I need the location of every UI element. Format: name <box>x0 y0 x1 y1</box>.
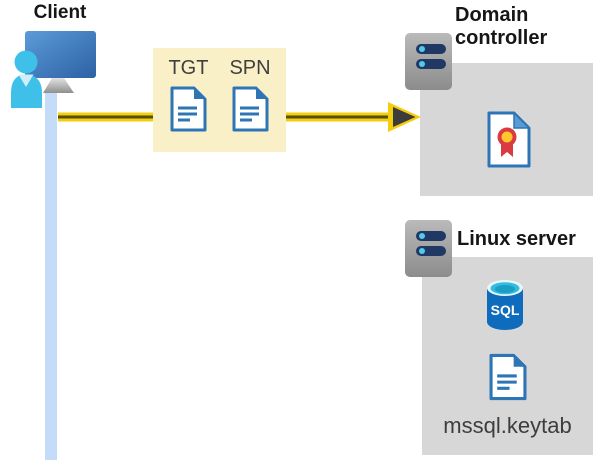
tgt-document-icon <box>170 86 207 132</box>
tgt-ticket: TGT <box>168 57 208 132</box>
spn-document-icon <box>232 86 268 132</box>
server-led-dot <box>419 46 425 52</box>
server-led-dot <box>419 248 425 254</box>
server-led-bar <box>416 44 446 54</box>
server-led-bar <box>416 246 446 256</box>
linux-server-label: Linux server <box>457 228 576 250</box>
person-icon <box>11 50 42 108</box>
monitor-stand <box>43 78 74 93</box>
keytab-label: mssql.keytab <box>443 413 572 438</box>
domain-controller-label: Domain controller <box>455 4 548 49</box>
sql-database-icon: SQL <box>487 280 523 330</box>
server-led-dot <box>419 233 425 239</box>
domain-controller-server-icon <box>405 33 452 90</box>
server-led-bar <box>416 59 446 69</box>
monitor-screen <box>25 31 96 78</box>
client-label: Client <box>33 2 87 23</box>
server-led-dot <box>419 61 425 67</box>
client-computer-icon <box>11 31 96 108</box>
sql-icon-label: SQL <box>491 302 520 318</box>
server-led-bar <box>416 231 446 241</box>
spn-label: SPN <box>229 57 271 79</box>
tgt-label: TGT <box>168 57 209 79</box>
linux-server-icon <box>405 220 452 277</box>
client-lifeline <box>45 92 57 460</box>
ticket-box: TGT SPN <box>153 48 286 152</box>
keytab-document-icon <box>489 353 527 401</box>
certificate-icon <box>487 111 531 168</box>
spn-ticket: SPN <box>229 57 271 132</box>
